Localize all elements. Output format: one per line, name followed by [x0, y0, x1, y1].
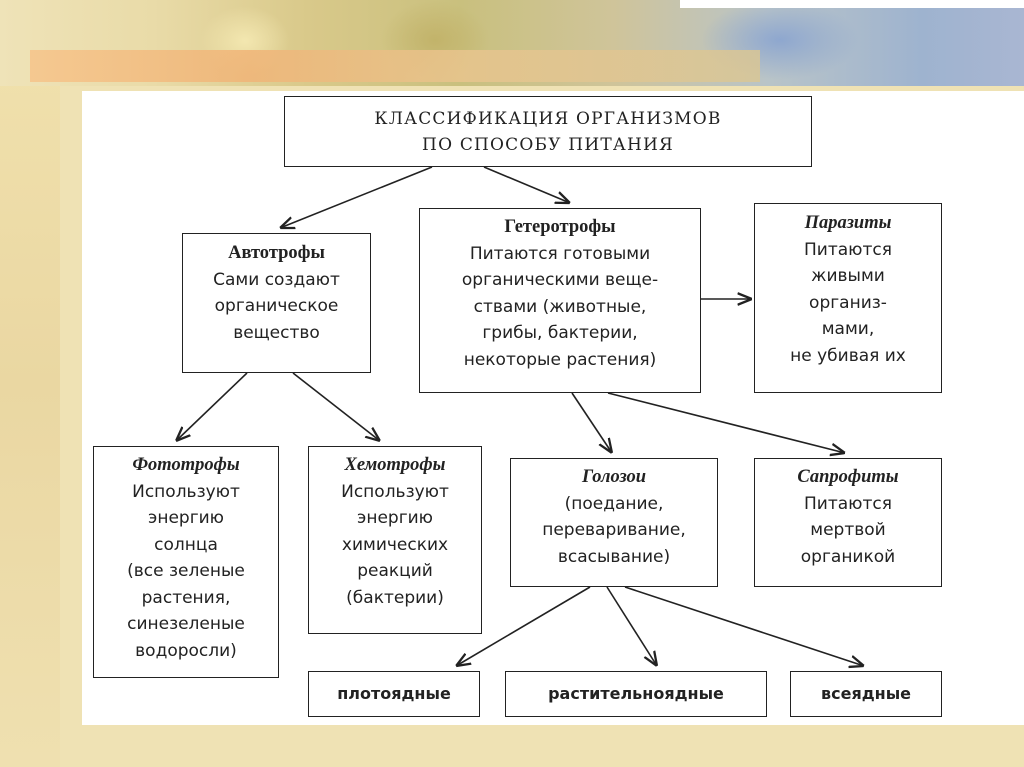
phototrophs-text: синезеленые: [127, 614, 245, 634]
holozoa-text: (поедание,: [564, 493, 664, 514]
chemotrophs-text: (бактерии): [346, 587, 444, 608]
title-line: КЛАССИФИКАЦИЯ ОРГАНИЗМОВ: [374, 109, 722, 129]
arrow-autotrophs-to-phototrophs: [176, 372, 248, 441]
omnivores-label: всеядные: [820, 684, 912, 703]
arrow-holozoa-to-carnivores: [456, 586, 591, 666]
carnivores-label: плотоядные: [337, 684, 451, 703]
chemotrophs-text: реакций: [357, 561, 433, 581]
arrow-heterotrophs-to-holozoa: [571, 392, 612, 453]
holozoa-heading: Голозои: [581, 467, 647, 487]
phototrophs-text: энергию: [148, 508, 224, 528]
heterotrophs-text: некоторые растения): [463, 349, 657, 370]
holozoa-text: всасывание): [557, 546, 671, 567]
banner-white-bar: [680, 0, 1024, 8]
saprophytes-box: Сапрофиты Питаются мертвой органикой: [754, 458, 942, 587]
heterotrophs-text: грибы, бактерии,: [482, 323, 638, 343]
chemotrophs-text: Используют: [341, 481, 449, 502]
banner-orange-strip: [30, 50, 760, 82]
phototrophs-text: водоросли): [135, 640, 237, 661]
herbivores-box: растительноядные: [505, 671, 767, 717]
autotrophs-text: Сами создают: [213, 269, 340, 290]
omnivores-box: всеядные: [790, 671, 942, 717]
phototrophs-box: Фототрофы Используют энергию солнца (все…: [93, 446, 279, 678]
chemotrophs-text: энергию: [357, 508, 433, 528]
parasites-text: Питаются: [804, 239, 892, 260]
phototrophs-text: Используют: [132, 481, 240, 502]
heterotrophs-heading: Гетеротрофы: [504, 217, 616, 237]
parasites-text: организ-: [809, 292, 887, 313]
saprophytes-heading: Сапрофиты: [797, 467, 899, 487]
saprophytes-text: мертвой: [810, 520, 886, 540]
title-line: ПО СПОСОБУ ПИТАНИЯ: [422, 135, 674, 155]
parasites-heading: Паразиты: [804, 213, 892, 233]
arrow-holozoa-to-herbivores: [606, 586, 657, 666]
phototrophs-heading: Фототрофы: [132, 455, 240, 475]
autotrophs-heading: Автотрофы: [228, 243, 325, 263]
parasites-text: не убивая их: [790, 345, 906, 366]
herbivores-label: растительноядные: [548, 684, 724, 703]
phototrophs-text: (все зеленые: [127, 561, 245, 581]
arrow-holozoa-to-omnivores: [624, 586, 864, 666]
heterotrophs-box: Гетеротрофы Питаются готовыми органическ…: [419, 208, 701, 393]
chemotrophs-text: химических: [341, 534, 449, 555]
heterotrophs-text: Питаются готовыми: [469, 243, 651, 264]
saprophytes-text: органикой: [800, 546, 896, 567]
saprophytes-text: Питаются: [804, 493, 892, 514]
phototrophs-text: растения,: [141, 587, 231, 608]
arrow-heterotrophs-to-saprophytes: [607, 392, 845, 453]
decorative-banner: [0, 0, 1024, 86]
phototrophs-text: солнца: [154, 534, 218, 555]
holozoa-text: переваривание,: [542, 520, 686, 540]
title-box: КЛАССИФИКАЦИЯ ОРГАНИЗМОВ ПО СПОСОБУ ПИТА…: [284, 96, 812, 167]
heterotrophs-text: ствами (животные,: [473, 296, 647, 317]
parasites-text: живыми: [811, 266, 885, 286]
parasites-box: Паразиты Питаются живыми организ- мами, …: [754, 203, 942, 393]
autotrophs-box: Автотрофы Сами создают органическое веще…: [182, 233, 371, 373]
carnivores-box: плотоядные: [308, 671, 480, 717]
arrow-title-to-autotrophs: [280, 166, 433, 228]
arrow-autotrophs-to-chemotrophs: [292, 372, 380, 441]
arrow-title-to-heterotrophs: [483, 166, 570, 203]
chemotrophs-heading: Хемотрофы: [344, 455, 446, 475]
parasites-text: мами,: [821, 319, 875, 339]
autotrophs-text: органическое: [214, 296, 339, 316]
background-left-strip: [0, 0, 60, 767]
autotrophs-text: вещество: [233, 322, 320, 343]
chemotrophs-box: Хемотрофы Используют энергию химических …: [308, 446, 482, 634]
heterotrophs-text: органическими веще-: [461, 270, 659, 290]
holozoa-box: Голозои (поедание, переваривание, всасыв…: [510, 458, 718, 587]
